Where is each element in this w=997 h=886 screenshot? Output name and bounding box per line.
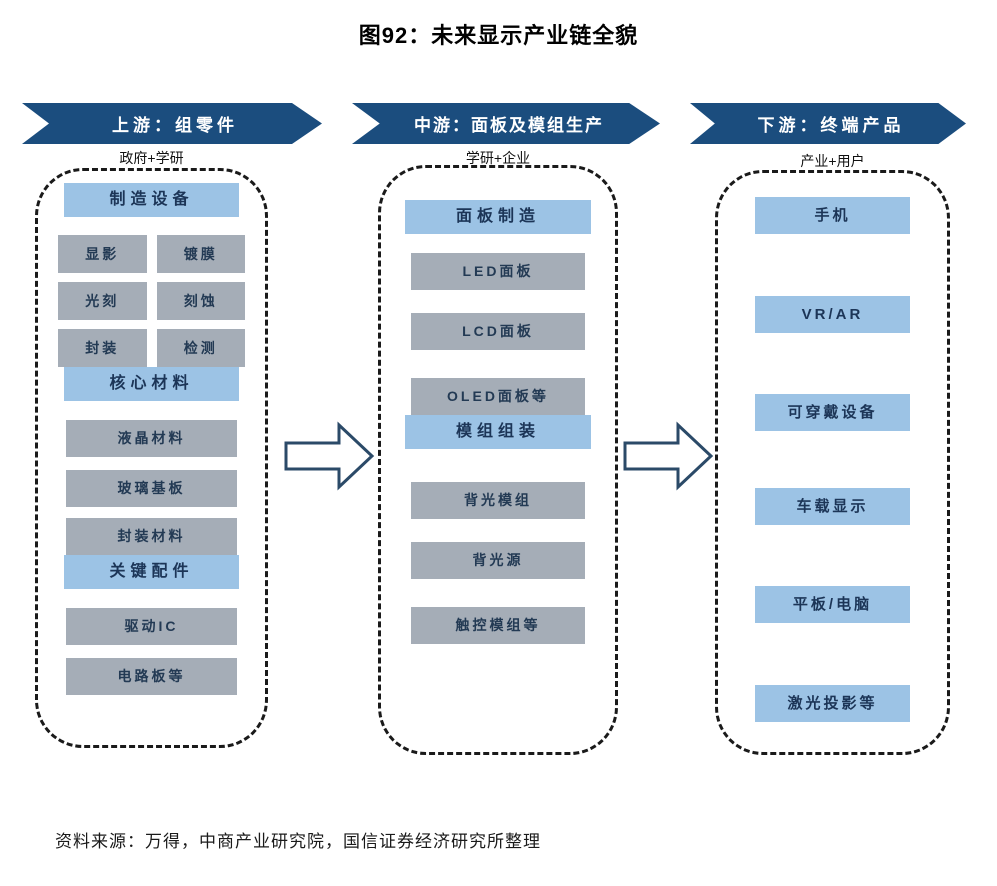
subtitle-upstream: 政府+学研 — [119, 150, 184, 166]
item-box: 背光源 — [411, 542, 585, 579]
banner-upstream: 上游：组零件 — [22, 103, 322, 144]
midstream-container: 面板制造 LED面板 LCD面板 OLED面板等 模组组装 背光模组 背光源 触… — [378, 165, 618, 755]
item-box: 平板/电脑 — [755, 586, 910, 623]
item-box: 液晶材料 — [66, 420, 237, 457]
item-box: 激光投影等 — [755, 685, 910, 722]
item-box: 刻蚀 — [156, 282, 245, 320]
item-box: 车载显示 — [755, 488, 910, 525]
section-header-manufacturing-equipment: 制造设备 — [64, 183, 239, 217]
equipment-grid: 显影 镀膜 光刻 刻蚀 封装 检测 — [58, 235, 245, 367]
item-box: 手机 — [755, 197, 910, 234]
item-box: 显影 — [58, 235, 147, 273]
data-source-note: 资料来源：万得，中商产业研究院，国信证券经济研究所整理 — [55, 832, 541, 851]
item-box: 触控模组等 — [411, 607, 585, 644]
section-header-core-materials: 核心材料 — [64, 367, 239, 401]
banner-downstream-label: 下游：终端产品 — [757, 116, 905, 135]
flow-arrow-upstream-to-midstream — [284, 421, 375, 491]
banner-downstream: 下游：终端产品 — [690, 103, 966, 144]
item-box: 封装材料 — [66, 518, 237, 555]
item-box: 玻璃基板 — [66, 470, 237, 507]
item-box: 检测 — [156, 329, 245, 367]
item-box: 可穿戴设备 — [755, 394, 910, 431]
banner-midstream: 中游：面板及模组生产 — [352, 103, 660, 144]
item-box: 驱动IC — [66, 608, 237, 645]
item-box: VR/AR — [755, 296, 910, 333]
banner-midstream-label: 中游：面板及模组生产 — [414, 116, 604, 135]
section-header-panel-manufacturing: 面板制造 — [405, 200, 591, 234]
subtitle-midstream: 学研+企业 — [465, 150, 531, 166]
item-box: 封装 — [58, 329, 147, 367]
item-box: LCD面板 — [411, 313, 585, 350]
subtitle-downstream: 产业+用户 — [800, 153, 865, 169]
item-box: 电路板等 — [66, 658, 237, 695]
item-box: 光刻 — [58, 282, 147, 320]
upstream-container: 制造设备 显影 镀膜 光刻 刻蚀 封装 检测 核心材料 液晶材料 玻璃基板 封装… — [35, 168, 268, 748]
item-box: LED面板 — [411, 253, 585, 290]
section-header-module-assembly: 模组组装 — [405, 415, 591, 449]
banner-upstream-label: 上游：组零件 — [112, 116, 238, 135]
item-box: 镀膜 — [156, 235, 245, 273]
section-header-key-components: 关键配件 — [64, 555, 239, 589]
figure-title: 图92：未来显示产业链全貌 — [358, 23, 639, 48]
item-box: 背光模组 — [411, 482, 585, 519]
flow-arrow-midstream-to-downstream — [623, 421, 714, 491]
downstream-container: 手机 VR/AR 可穿戴设备 车载显示 平板/电脑 激光投影等 — [715, 170, 950, 755]
item-box: OLED面板等 — [411, 378, 585, 415]
